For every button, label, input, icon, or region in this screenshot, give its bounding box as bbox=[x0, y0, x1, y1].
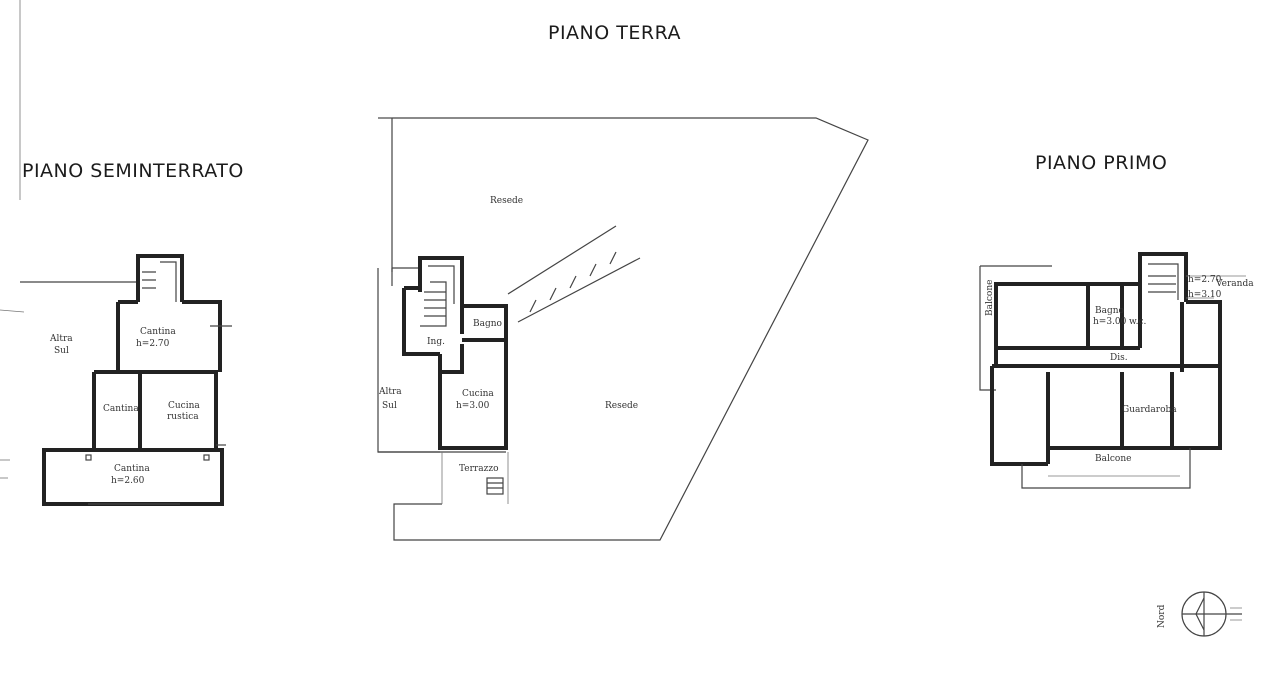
label-disimpegno: Dis. bbox=[1110, 353, 1128, 363]
label-resede-top: Resede bbox=[490, 196, 523, 206]
label-altra-1: Altra bbox=[49, 334, 73, 344]
label-resede-right: Resede bbox=[605, 401, 638, 411]
label-ingresso: Ing. bbox=[427, 337, 445, 347]
label-cantina-main: Cantina bbox=[140, 327, 176, 337]
label-cantina-main-height: h=2.70 bbox=[136, 339, 170, 349]
plan-primo bbox=[979, 252, 1246, 489]
label-cantina-bottom-height: h=2.60 bbox=[111, 476, 145, 486]
scan-edge-marks bbox=[0, 0, 25, 479]
label-balcone-side: Balcone bbox=[985, 280, 995, 316]
label-veranda-h2: h=3.10 bbox=[1188, 290, 1222, 300]
title-piano-primo: PIANO PRIMO bbox=[1035, 152, 1168, 174]
label-bagno-primo-height: h=3.00 bbox=[1093, 317, 1127, 327]
label-wc: w.c. bbox=[1129, 317, 1147, 327]
label-cantina-small: Cantina bbox=[103, 404, 139, 414]
plan-seminterrato bbox=[20, 254, 232, 506]
compass-rose bbox=[1181, 591, 1242, 637]
label-altra-terra-1: Altra bbox=[378, 387, 402, 397]
label-terrazzo: Terrazzo bbox=[459, 464, 499, 474]
label-guardaroba: Guardaroba bbox=[1122, 405, 1177, 415]
label-veranda: Veranda bbox=[1215, 279, 1254, 289]
label-cantina-bottom: Cantina bbox=[114, 464, 150, 474]
label-cucina-terra: Cucina bbox=[462, 389, 494, 399]
label-cucina-rustica-2: rustica bbox=[167, 412, 199, 422]
title-piano-seminterrato: PIANO SEMINTERRATO bbox=[22, 160, 244, 182]
label-nord: Nord bbox=[1157, 604, 1167, 628]
label-veranda-h1: h=2.70 bbox=[1188, 275, 1222, 285]
plan-terra bbox=[377, 117, 869, 541]
title-piano-terra: PIANO TERRA bbox=[548, 22, 682, 44]
label-balcone-bottom: Balcone bbox=[1095, 454, 1131, 464]
label-cucina-terra-height: h=3.00 bbox=[456, 401, 490, 411]
label-bagno-primo: Bagno bbox=[1095, 306, 1124, 316]
label-altra-2: Sul bbox=[54, 346, 69, 356]
label-altra-terra-2: Sul bbox=[382, 401, 397, 411]
label-cucina-rustica-1: Cucina bbox=[168, 401, 200, 411]
label-bagno-terra: Bagno bbox=[473, 319, 502, 329]
